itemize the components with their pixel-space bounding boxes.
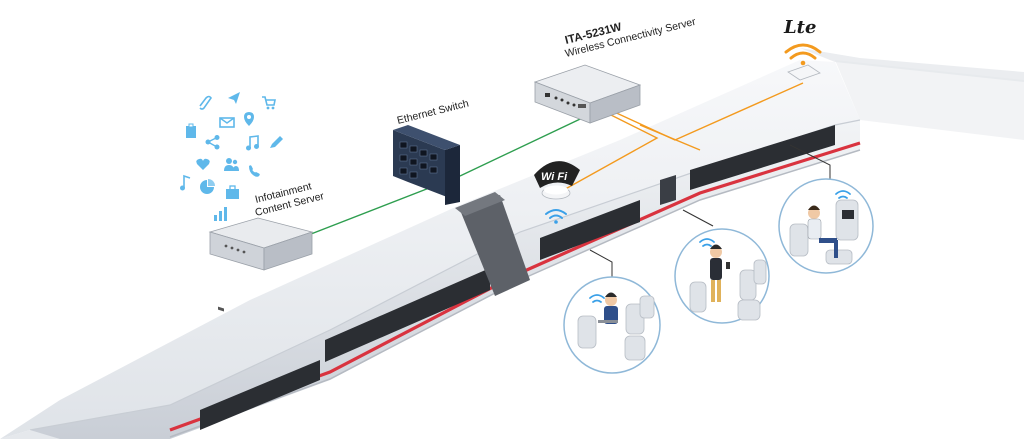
wireless-link-ita-to-right (639, 124, 701, 151)
wifi-logo-icon (534, 161, 580, 188)
heart-icon (196, 158, 210, 170)
lte-logo-text: Lte (783, 17, 816, 38)
train-gangway (460, 195, 530, 296)
location-pin-icon (244, 112, 254, 126)
cart-icon (262, 96, 276, 110)
clipboard-icon (186, 123, 196, 138)
train-door-car2 (660, 175, 676, 205)
train-body-side (30, 120, 860, 439)
train-far-car-roof (800, 48, 1024, 82)
train-far-car (835, 60, 1024, 140)
share-icon (205, 135, 220, 150)
lte-signal-icon (784, 43, 822, 66)
train-roof (0, 60, 860, 439)
train-windows-car1b (325, 268, 490, 362)
bar-chart-icon (214, 207, 227, 221)
passenger-bubble-standing (674, 228, 770, 324)
music-note-icon (180, 174, 191, 191)
wifi-access-point: Wi Fi (534, 161, 580, 224)
mail-icon (219, 117, 235, 128)
ethernet-switch-label: Ethernet Switch (396, 97, 470, 126)
wifi-signal-icon (589, 294, 605, 303)
wifi-signal-icon (545, 209, 567, 224)
train-windows-car2 (540, 200, 640, 260)
users-icon (224, 158, 239, 171)
wifi-signal-icon (699, 238, 715, 247)
train-nose (0, 430, 60, 439)
train-gangway-roof (455, 192, 505, 216)
train-windows-car3 (690, 125, 835, 190)
lte-antenna: Lte (783, 17, 822, 81)
pencil-icon (270, 136, 283, 148)
wireless-link-to-wifi (559, 111, 659, 193)
app-icon-cloud (180, 92, 283, 221)
train (0, 48, 1024, 439)
wifi-signal-icon (835, 190, 851, 199)
ita-5231w-server (533, 64, 642, 124)
send-icon (228, 92, 240, 104)
paperclip-icon (199, 95, 212, 110)
infotainment-content-server (208, 217, 314, 312)
callout-lines (589, 144, 831, 280)
wifi-logo-text: Wi Fi (541, 171, 568, 183)
phone-icon (249, 165, 260, 177)
briefcase-icon (226, 185, 239, 199)
ethernet-link-switch-to-ita (459, 111, 596, 177)
ethernet-switch-device (393, 125, 460, 205)
passenger-bubble-seat-screen (778, 178, 874, 274)
music-note-icon (246, 135, 259, 151)
train-windows-car1 (200, 360, 320, 430)
passenger-bubble-laptop (563, 276, 661, 374)
pie-chart-icon (200, 179, 215, 194)
